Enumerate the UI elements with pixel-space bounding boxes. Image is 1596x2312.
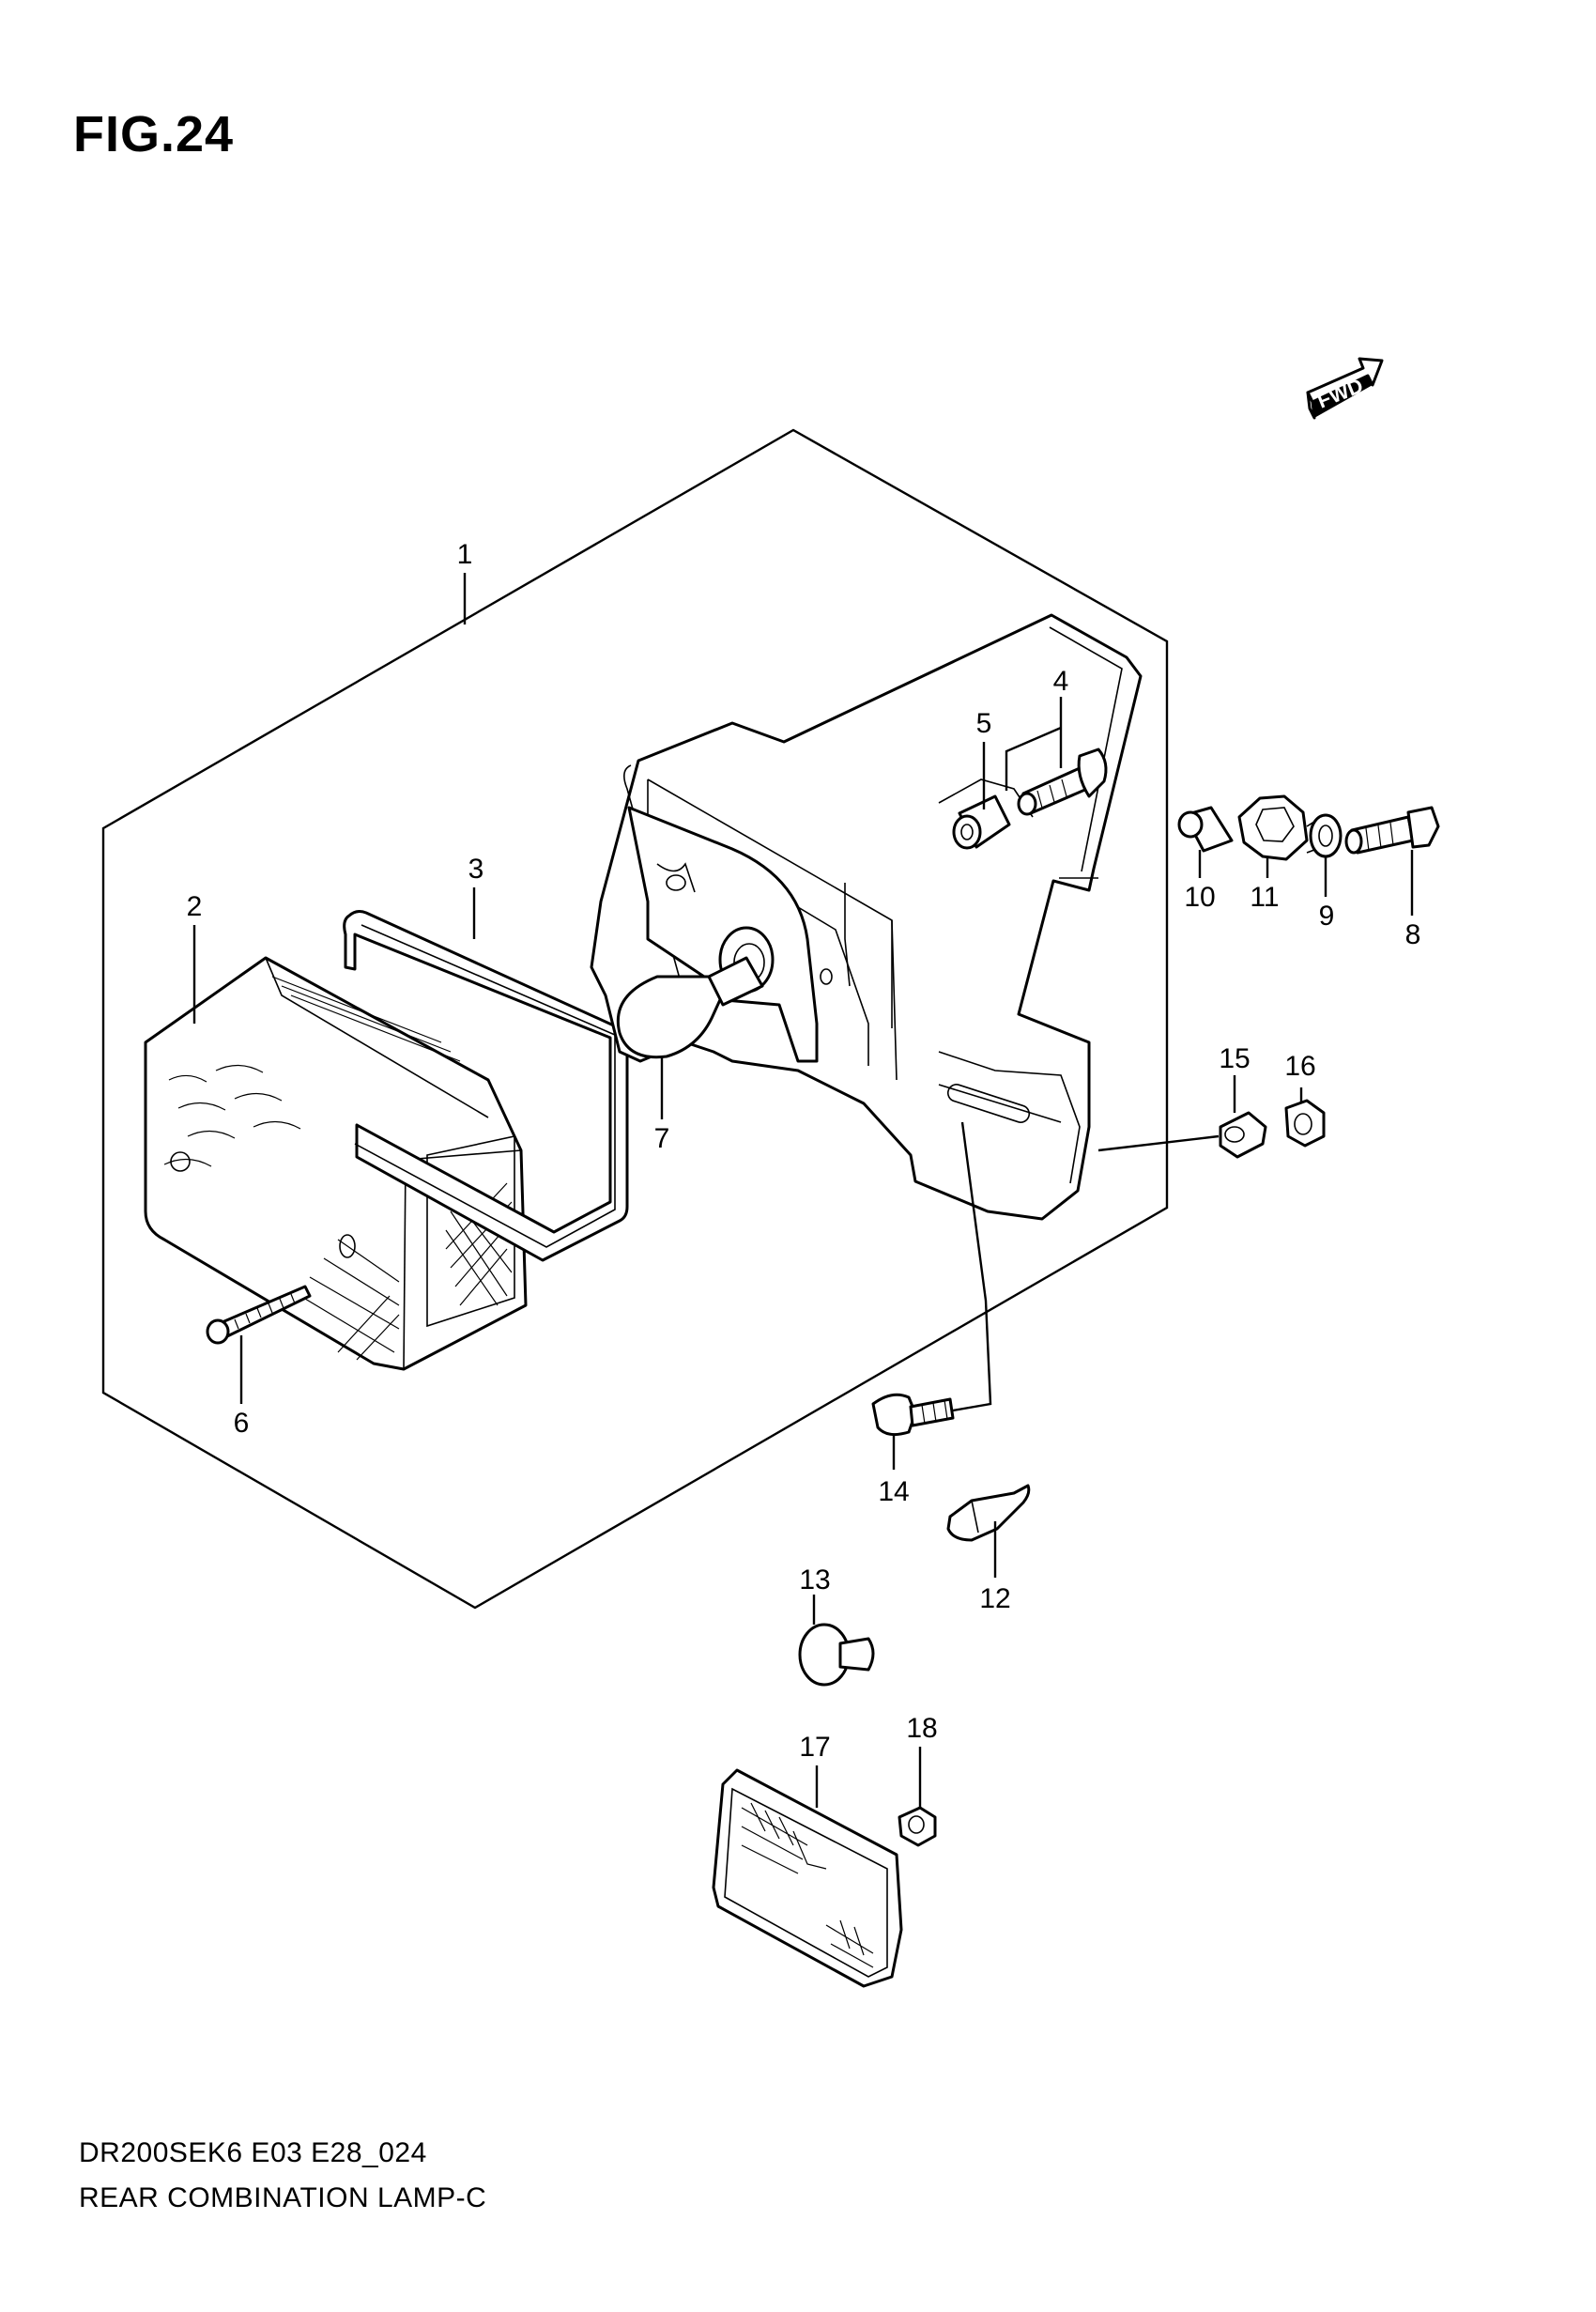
collar-part — [1177, 806, 1234, 853]
callout-8: 8 — [1405, 919, 1421, 950]
leader-lines — [192, 573, 1414, 1808]
callout-14: 14 — [878, 1476, 909, 1507]
cushion-part — [1237, 794, 1315, 861]
callout-2: 2 — [187, 891, 203, 922]
callout-7: 7 — [654, 1123, 670, 1154]
plug-part — [798, 1623, 875, 1687]
callout-4: 4 — [1053, 666, 1069, 697]
spacer-part — [952, 794, 1011, 850]
washer-part-9 — [1309, 813, 1343, 858]
reflector-part — [712, 1768, 903, 1988]
callout-11: 11 — [1250, 882, 1279, 913]
callout-6: 6 — [234, 1408, 250, 1439]
assembly-name: REAR COMBINATION LAMP-C — [79, 2182, 487, 2213]
callout-13: 13 — [799, 1564, 830, 1595]
callout-18: 18 — [906, 1713, 937, 1744]
nut-part-18 — [898, 1806, 937, 1847]
reflector-texture — [741, 1802, 874, 1968]
callout-10: 10 — [1184, 882, 1215, 913]
callout-labels: 1 2 3 4 5 6 7 8 9 10 11 12 13 14 15 16 1… — [187, 539, 1421, 1763]
callout-3: 3 — [468, 854, 484, 885]
housing-part — [590, 613, 1143, 1221]
callout-9: 9 — [1319, 901, 1335, 932]
lens-part — [144, 956, 528, 1371]
fwd-arrow-icon: FWD — [1306, 357, 1384, 420]
bolt-part-4 — [1017, 748, 1108, 816]
nut-part-16 — [1284, 1099, 1326, 1148]
bolt-part-8 — [1344, 806, 1440, 855]
figure-title: FIG.24 — [73, 106, 235, 162]
screw-part — [206, 1285, 312, 1345]
callout-15: 15 — [1219, 1043, 1250, 1074]
callout-17: 17 — [799, 1732, 830, 1763]
gasket-part — [343, 910, 629, 1262]
washer-part-15 — [1219, 1111, 1267, 1159]
assembly-outline — [101, 428, 1169, 1610]
callout-16: 16 — [1284, 1051, 1315, 1082]
bolt-part-14 — [871, 1393, 955, 1437]
callout-5: 5 — [976, 708, 992, 739]
callout-1: 1 — [457, 539, 473, 570]
cap-part — [946, 1484, 1031, 1542]
model-code: DR200SEK6 E03 E28_024 — [79, 2137, 427, 2168]
callout-12: 12 — [979, 1583, 1010, 1614]
